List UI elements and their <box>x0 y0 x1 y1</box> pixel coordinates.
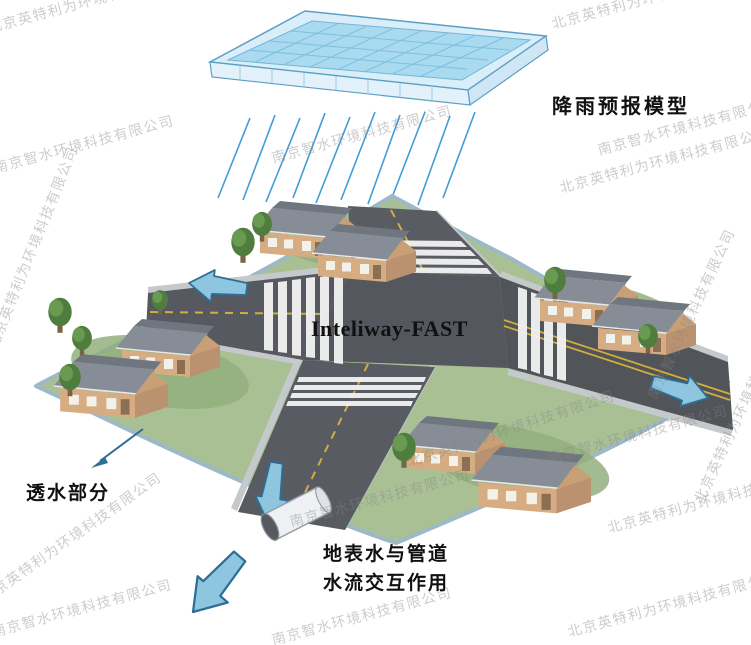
rain-lines <box>217 111 476 206</box>
rainfall-basin-illustration <box>207 10 549 107</box>
road-intersection <box>303 270 508 368</box>
tree <box>231 227 255 263</box>
permeable-pointer-arrow <box>91 428 144 468</box>
rainfall-model-label: 降雨预报模型 <box>552 96 690 118</box>
interaction-label-line2: 水流交互作用 <box>322 573 449 595</box>
interaction-label: 地表水与管道 水流交互作用 <box>296 540 476 599</box>
basin-mesh <box>248 22 510 78</box>
center-title: Inteliway-FAST <box>311 316 468 341</box>
basin-wall-hatch <box>239 66 433 100</box>
outflow-arrow-south <box>176 543 257 627</box>
drain-pipe <box>260 486 332 541</box>
permeable-label: 透水部分 <box>26 483 111 504</box>
pipe-opening <box>260 513 280 541</box>
tree <box>48 297 72 333</box>
interaction-label-line1: 地表水与管道 <box>322 544 449 565</box>
